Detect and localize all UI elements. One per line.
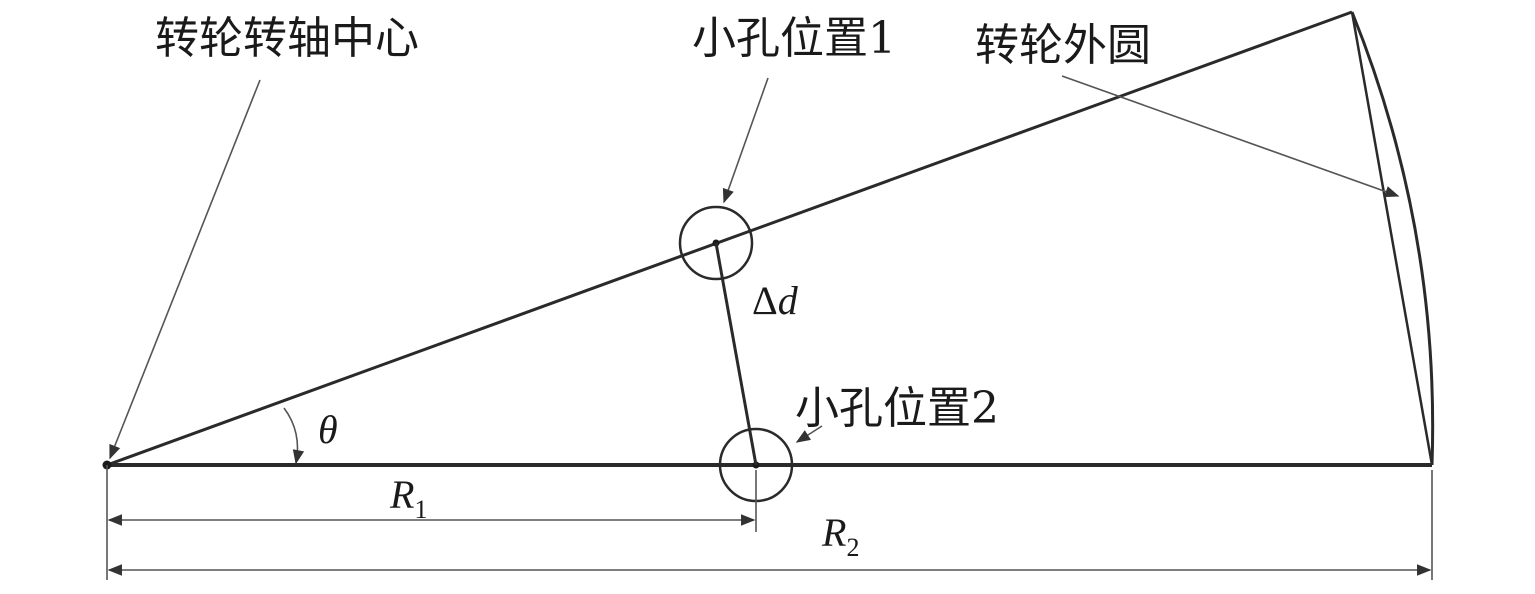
- r2-label: R2: [821, 510, 859, 562]
- delta-symbol: Δ: [752, 278, 778, 323]
- hole1-leader-arrow: [722, 77, 769, 204]
- hole2-leader-arrow: [795, 425, 823, 443]
- r1-subscript: 1: [414, 495, 427, 524]
- delta-d-segment: [714, 242, 758, 466]
- delta-d-label: Δd: [752, 278, 799, 323]
- outer-circle-arc: [1350, 11, 1435, 466]
- r1-variable: R: [389, 472, 414, 517]
- hole1-label: 小孔位置1: [692, 13, 896, 64]
- center-leader-arrow: [109, 79, 261, 460]
- r1-label: R1: [389, 472, 427, 524]
- hole-position-1-circle: [678, 205, 754, 281]
- r2-variable: R: [821, 510, 846, 555]
- inclined-radius: [106, 10, 1353, 467]
- delta-variable: d: [778, 278, 799, 323]
- center-label: 转轮转轴中心: [155, 13, 419, 64]
- outer-circle-label: 转轮外圆: [975, 20, 1151, 71]
- hole2-label: 小孔位置2: [795, 383, 999, 434]
- outer-chord: [1350, 11, 1434, 466]
- theta-angle-arc: [283, 407, 305, 465]
- r2-subscript: 2: [846, 533, 859, 562]
- theta-label: θ: [318, 407, 338, 452]
- outer-leader-arrow: [1061, 75, 1400, 198]
